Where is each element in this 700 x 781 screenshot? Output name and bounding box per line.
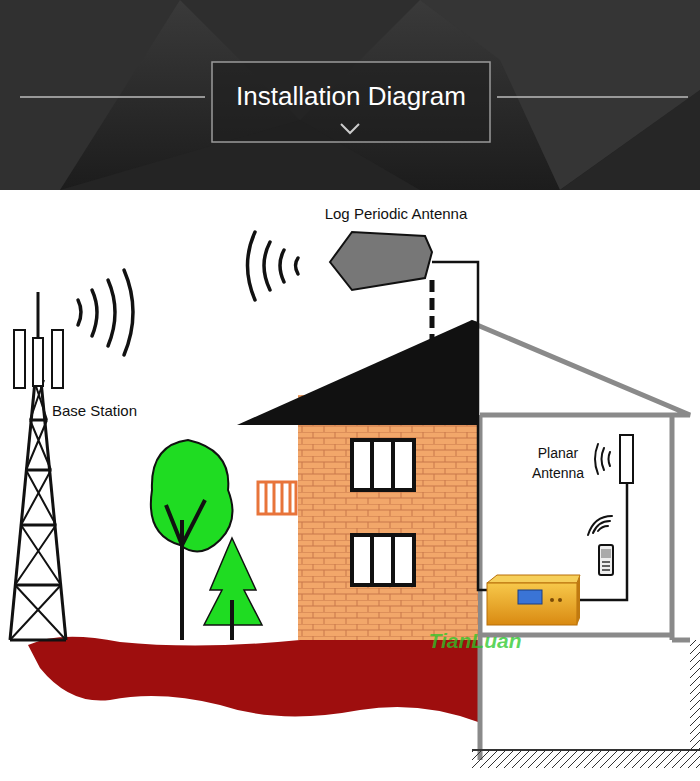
signal-waves (78, 232, 298, 355)
mobile-phone (599, 545, 613, 575)
feeder-cable (432, 262, 490, 590)
balcony (258, 482, 296, 514)
house-outline (470, 322, 690, 760)
trees (151, 440, 262, 640)
roof (237, 320, 478, 425)
watermark: TianLuan (400, 626, 550, 656)
log-periodic-antenna (330, 232, 432, 340)
page-title: Installation Diagram (212, 80, 490, 112)
brick-wall (298, 395, 478, 640)
base-station-tower (10, 292, 66, 640)
part-label: Base Station (52, 400, 172, 422)
windows (352, 440, 414, 585)
indoor-cable (577, 483, 627, 600)
part-label: Log Periodic Antenna (296, 203, 496, 225)
header-band (0, 0, 700, 190)
signal-waves (588, 444, 612, 535)
part-label: Planar Antenna (522, 443, 594, 484)
planar-antenna (620, 435, 633, 483)
signal-repeater (487, 575, 580, 625)
foundation-hatch (472, 750, 700, 768)
ground (28, 637, 478, 722)
